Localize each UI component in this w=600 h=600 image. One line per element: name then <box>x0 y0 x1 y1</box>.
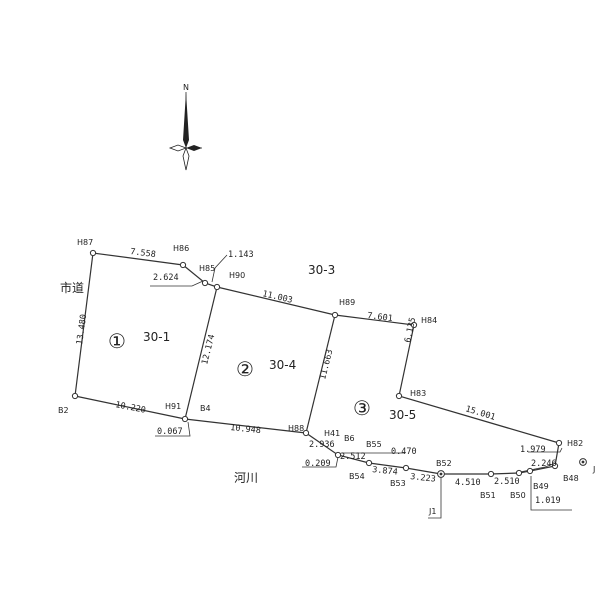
point-H86 <box>179 261 187 269</box>
label-H83: H83 <box>410 389 426 398</box>
label-H91: H91 <box>165 402 181 411</box>
label-H85: H85 <box>199 264 215 273</box>
length-H90-H89: 11.003 <box>261 289 293 306</box>
parcel-30-3-label: 30-3 <box>308 263 335 277</box>
point-labels: H87 H86 H85 H90 H89 H84 H83 H82 B2 H91 B… <box>58 238 595 516</box>
label-H88: H88 <box>288 424 304 433</box>
point-B54 <box>365 459 373 467</box>
label-B48: B48 <box>563 474 579 483</box>
label-H86: H86 <box>173 244 189 253</box>
point-H82 <box>555 439 563 447</box>
label-H87: H87 <box>77 238 93 247</box>
parcel-labels: ① 30-1 30-3 ② 30-4 ③ 30-5 市道 河川 <box>60 263 416 485</box>
parcel-2-circle: ② <box>236 357 254 381</box>
label-B49: B49 <box>533 482 549 491</box>
north-arrow-icon: N <box>168 83 202 171</box>
length-H88-B6: 2.936 <box>309 440 335 450</box>
point-B50 <box>515 469 523 477</box>
length-B53-B52: 3.223 <box>410 472 436 485</box>
label-H82: H82 <box>567 439 583 448</box>
length-H82-dim: 1.979 <box>520 445 546 455</box>
length-H86-H85: 2.624 <box>153 273 179 283</box>
label-B2: B2 <box>58 406 69 415</box>
parcel-1-circle: ① <box>108 329 126 353</box>
length-B49-offset: 1.019 <box>535 496 561 506</box>
length-H89-H84: 7.601 <box>367 311 394 324</box>
length-B4-H90: 12.174 <box>200 334 217 366</box>
point-H89 <box>331 311 339 319</box>
length-B49-B48: 2.246 <box>531 459 557 469</box>
road-label: 市道 <box>60 280 84 295</box>
point-H87 <box>89 249 97 257</box>
label-B51: B51 <box>480 491 496 500</box>
length-B55: 0.470 <box>391 447 417 457</box>
length-H85-H90: 1.143 <box>228 250 254 260</box>
label-J1: J1 <box>428 507 436 516</box>
length-labels: 7.558 1.143 2.624 11.003 7.601 13.480 12… <box>75 247 561 506</box>
label-H89: H89 <box>339 298 355 307</box>
label-B53: B53 <box>390 479 406 488</box>
label-B52: B52 <box>436 459 452 468</box>
length-B2-H87: 13.480 <box>75 314 89 346</box>
length-B2-B4: 10.220 <box>114 400 146 416</box>
label-B6: B6 <box>344 434 355 443</box>
length-B52-B51: 4.510 <box>455 478 481 488</box>
parcel-3-number: 30-5 <box>389 408 416 422</box>
north-label: N <box>183 83 189 92</box>
label-B50: B50 <box>510 491 526 500</box>
point-H83 <box>395 392 403 400</box>
label-B55: B55 <box>366 440 382 449</box>
leader-lines <box>150 254 572 519</box>
point-H90 <box>213 283 221 291</box>
length-H87-H86: 7.558 <box>130 247 157 260</box>
point-B48 <box>551 462 559 470</box>
parcel-3-circle: ③ <box>353 396 371 420</box>
point-B49 <box>526 467 534 475</box>
point-B4 <box>181 415 189 423</box>
length-B51-B50: 2.510 <box>494 477 520 487</box>
point-B6 <box>334 451 342 459</box>
label-B54: B54 <box>349 472 365 481</box>
point-B53 <box>402 464 410 472</box>
length-H41-offset: 0.209 <box>305 459 331 469</box>
parcel-2-number: 30-4 <box>269 358 296 372</box>
length-B4-offset: 0.067 <box>157 427 183 437</box>
label-H84: H84 <box>421 316 437 325</box>
length-H84-H83: 6.135 <box>403 317 418 344</box>
point-B2 <box>71 392 79 400</box>
length-B6-B54: 2.512 <box>340 452 366 462</box>
point-H84 <box>410 321 418 329</box>
label-H90: H90 <box>229 271 245 280</box>
parcel-1-number: 30-1 <box>143 330 170 344</box>
length-B54-B53: 3.874 <box>372 465 398 478</box>
survey-points <box>71 249 587 478</box>
label-H41: H41 <box>324 429 340 438</box>
length-H88-H89: 11.663 <box>318 349 335 381</box>
river-label: 河川 <box>234 471 258 485</box>
point-B51 <box>487 470 495 478</box>
label-J: J <box>592 465 595 474</box>
point-H88 <box>302 429 310 437</box>
point-H85 <box>201 279 209 287</box>
label-B4: B4 <box>200 404 211 413</box>
length-B4-H88: 10.948 <box>230 423 262 436</box>
